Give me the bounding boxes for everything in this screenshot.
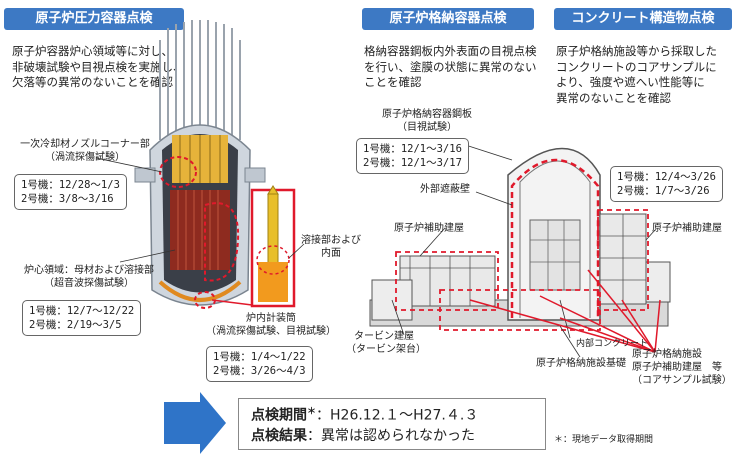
schedule-row: 2号機：1/7～3/26 — [617, 185, 710, 197]
inner-concrete-label: 内部コンクリート — [576, 339, 649, 349]
pcv-header: 原子炉格納容器点検 — [362, 8, 534, 30]
period-row: 点検期間＊：H26.12.１～H27.４.３ — [251, 404, 478, 425]
reactor-vessel-illustration — [95, 20, 266, 309]
weld-inner-label: 溶接部および 内面 — [298, 234, 364, 260]
concrete-target-line: 原子炉補助建屋 等 — [632, 362, 722, 373]
concrete-description: 原子炉格納施設等から採取した コンクリートのコアサンプルに より、強度や遮へい性… — [556, 44, 717, 106]
weld-label-line: 溶接部および — [301, 235, 361, 246]
turbine-label-line: タービン建屋 — [354, 331, 414, 342]
concrete-desc-line: 原子炉格納施設等から採取した — [556, 44, 717, 58]
concrete-desc-line: コンクリートのコアサンプルに — [556, 59, 717, 74]
result-label: 点検結果 — [251, 428, 307, 444]
turbine-label-line: （タービン架台） — [346, 344, 426, 355]
schedule-row: 2号機：2/19～3/5 — [29, 319, 122, 331]
concrete-header: コンクリート構造物点検 — [554, 8, 732, 30]
pcv-steel-label-line: （目視試験） — [397, 122, 457, 133]
schedule-row: 1号機：12/1～3/16 — [363, 143, 462, 155]
rpv-desc-line: 原子炉容器炉心領域等に対し、 — [12, 44, 173, 58]
core-schedule-box: 1号機：12/7～12/22 2号機：2/19～3/5 — [22, 300, 142, 336]
period-label: 点検期間 — [251, 407, 307, 424]
pcv-schedule-box: 1号機：12/1～3/16 2号機：12/1～3/17 — [356, 138, 469, 174]
rpv-header: 原子炉圧力容器点検 — [4, 8, 184, 30]
schedule-row: 2号機：12/1～3/17 — [363, 157, 462, 169]
concrete-desc-line: より、強度や遮へい性能等に — [556, 75, 705, 89]
rpv-desc-line: 欠落等の異常のないことを確認 — [12, 75, 173, 89]
aux-building-left-label: 原子炉補助建屋 — [394, 223, 464, 234]
incore-schedule-box: 1号機：1/4～1/22 2号機：3/26～4/3 — [206, 346, 313, 382]
containment-building-illustration — [369, 139, 671, 358]
outer-shield-wall-label: 外部遮蔽壁 — [420, 184, 470, 195]
nozzle-label: 一次冷却材ノズルコーナー部 （渦流探傷試験） — [6, 138, 164, 164]
schedule-row: 1号機：12/7～12/22 — [29, 305, 135, 317]
concrete-target-line: （コアサンプル試験） — [632, 375, 732, 386]
pcv-desc-line: 格納容器鋼板内外表面の目視点検 — [364, 44, 537, 58]
turbine-building-label: タービン建屋 （タービン架台） — [346, 330, 426, 356]
incore-tube-illustration — [250, 185, 305, 308]
incore-label-line: 炉内計装筒 — [246, 313, 296, 324]
schedule-row: 2号機：3/26～4/3 — [213, 365, 306, 377]
rpv-desc-line: 非破壊試験や目視点検を実施し、 — [12, 59, 185, 74]
schedule-row: 1号機：12/28～1/3 — [21, 179, 120, 191]
concrete-schedule-box: 1号機：12/4～3/26 2号機：1/7～3/26 — [610, 166, 723, 202]
nozzle-schedule-box: 1号機：12/28～1/3 2号機：3/8～3/16 — [14, 174, 127, 210]
incore-label-line: （渦流探傷試験、目視試験） — [206, 326, 336, 337]
pcv-desc-line: を行い、塗膜の状態に異常のない — [364, 59, 537, 74]
footnote: ＊：現地データ取得期間 — [554, 435, 654, 445]
aux-building-right-label: 原子炉補助建屋 — [652, 223, 722, 234]
concrete-target-line: 原子炉格納施設 — [632, 349, 702, 360]
result-row: 点検結果：異常は認められなかった — [251, 425, 475, 445]
summary-box: 点検期間＊：H26.12.１～H27.４.３ 点検結果：異常は認められなかった — [238, 398, 546, 450]
pcv-description: 格納容器鋼板内外表面の目視点検 を行い、塗膜の状態に異常のない ことを確認 — [364, 44, 537, 91]
nozzle-label-line: （渦流探傷試験） — [45, 152, 125, 163]
period-value: ：H26.12.１～H27.４.３ — [316, 407, 479, 424]
schedule-row: 1号機：12/4～3/26 — [617, 171, 716, 183]
core-label-line: （超音波探傷試験） — [44, 278, 134, 289]
schedule-row: 2号機：3/8～3/16 — [21, 193, 114, 205]
core-region-label: 炉心領域：母材および溶接部 （超音波探傷試験） — [10, 264, 168, 290]
concrete-desc-line: 異常のないことを確認 — [556, 90, 671, 105]
rpv-description: 原子炉容器炉心領域等に対し、 非破壊試験や目視点検を実施し、 欠落等の異常のない… — [12, 44, 185, 91]
schedule-row: 1号機：1/4～1/22 — [213, 351, 306, 363]
result-value: ：異常は認められなかった — [307, 428, 475, 444]
incore-tube-label: 炉内計装筒 （渦流探傷試験、目視試験） — [196, 312, 346, 338]
period-footnote-mark: ＊ — [307, 407, 317, 417]
core-label-line: 炉心領域：母材および溶接部 — [24, 265, 154, 276]
weld-label-line: 内面 — [321, 248, 341, 259]
nozzle-label-line: 一次冷却材ノズルコーナー部 — [20, 139, 150, 150]
pcv-steel-label: 原子炉格納容器鋼板 （目視試験） — [368, 108, 486, 134]
foundation-label: 原子炉格納施設基礎 — [536, 358, 626, 369]
pcv-steel-label-line: 原子炉格納容器鋼板 — [382, 109, 472, 120]
pcv-desc-line: ことを確認 — [364, 75, 422, 89]
concrete-target-label: 原子炉格納施設 原子炉補助建屋 等 （コアサンプル試験） — [632, 348, 732, 387]
summary-arrow — [164, 392, 226, 454]
